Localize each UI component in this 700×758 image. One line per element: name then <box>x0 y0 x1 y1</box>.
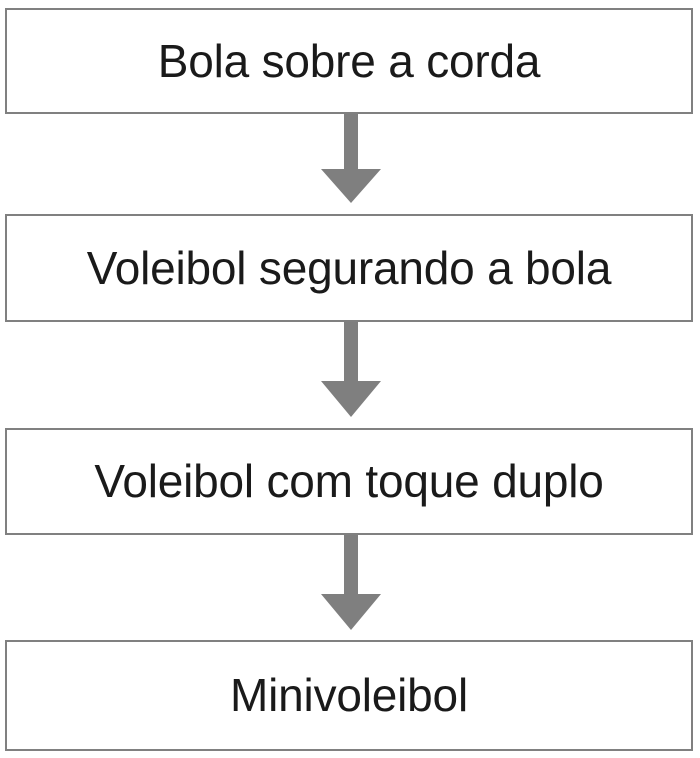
arrow-down-icon-3 <box>321 535 381 631</box>
flow-node-2[interactable]: Voleibol segurando a bola <box>5 214 693 322</box>
flow-node-4-label: Minivoleibol <box>230 669 468 722</box>
flow-node-3[interactable]: Voleibol com toque duplo <box>5 428 693 535</box>
flow-node-1-label: Bola sobre a corda <box>157 34 541 87</box>
flow-node-2-label: Voleibol segurando a bola <box>86 241 612 294</box>
flow-node-4[interactable]: Minivoleibol <box>5 640 693 751</box>
arrow-down-icon-1 <box>321 114 381 204</box>
arrow-down-icon-2 <box>321 322 381 418</box>
flow-node-1[interactable]: Bola sobre a corda <box>5 8 693 114</box>
flow-node-3-label: Voleibol com toque duplo <box>94 455 604 508</box>
